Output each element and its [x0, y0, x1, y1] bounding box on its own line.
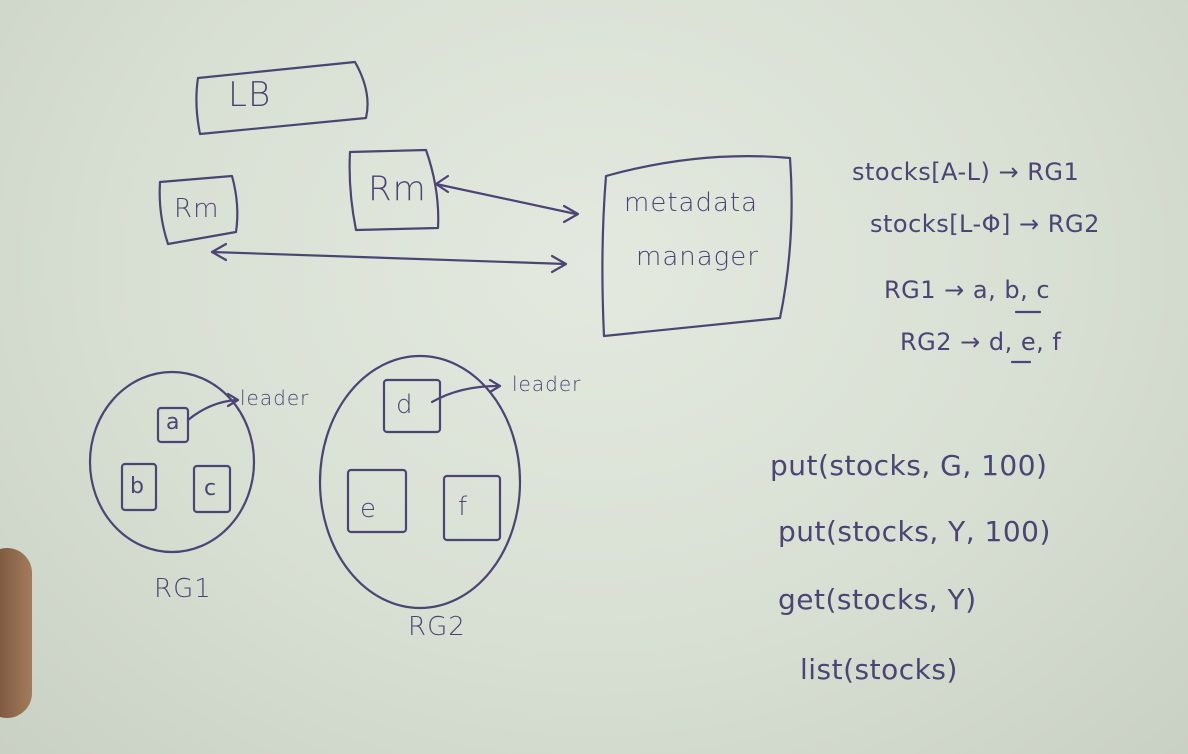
arrow-rm2-metadata	[434, 182, 578, 216]
mapping-3: RG1 → a, b, c	[884, 276, 1051, 304]
node-f-box	[442, 474, 502, 542]
node-d-box	[382, 378, 442, 434]
mapping-1: stocks[A-L) → RG1	[852, 158, 1080, 186]
lb-box	[195, 60, 369, 136]
rg2-leader-arrow	[430, 384, 500, 404]
rm-box-2	[348, 148, 440, 232]
node-a-label: a	[166, 410, 181, 435]
operation-2: put(stocks, Y, 100)	[778, 515, 1051, 548]
node-c-box	[192, 464, 232, 514]
rg2-label: RG2	[408, 612, 466, 642]
node-e-label: e	[360, 494, 377, 524]
node-a-box	[156, 406, 190, 444]
mapping-2: stocks[L-Φ] → RG2	[870, 210, 1100, 238]
rg1-circle	[88, 370, 256, 554]
node-e-box	[346, 468, 408, 534]
rg1-leader-label: leader	[240, 386, 310, 410]
node-b-box	[120, 462, 158, 512]
operation-3: get(stocks, Y)	[778, 583, 977, 616]
lb-label: LB	[228, 75, 272, 115]
rg1-leader-arrow	[186, 398, 238, 422]
rm-label-2: Rm	[368, 169, 427, 209]
mapping-4: RG2 → d, e, f	[900, 328, 1062, 356]
presenter-hand	[0, 548, 32, 718]
arrow-rm1-metadata	[210, 250, 568, 266]
operation-4: list(stocks)	[800, 653, 958, 686]
rg1-label: RG1	[154, 574, 212, 604]
rg2-circle	[318, 354, 522, 610]
rm-label-1: Rm	[174, 194, 220, 224]
metadata-manager-line2: manager	[636, 242, 759, 272]
operation-1: put(stocks, G, 100)	[770, 449, 1048, 482]
node-f-label: f	[458, 492, 469, 522]
node-c-label: c	[204, 476, 218, 501]
rg2-leader-label: leader	[512, 372, 582, 396]
node-b-label: b	[130, 474, 145, 499]
metadata-manager-line1: metadata	[624, 188, 759, 218]
metadata-manager-box	[601, 155, 793, 338]
rm-box-1	[158, 174, 239, 246]
node-d-label: d	[396, 390, 414, 420]
